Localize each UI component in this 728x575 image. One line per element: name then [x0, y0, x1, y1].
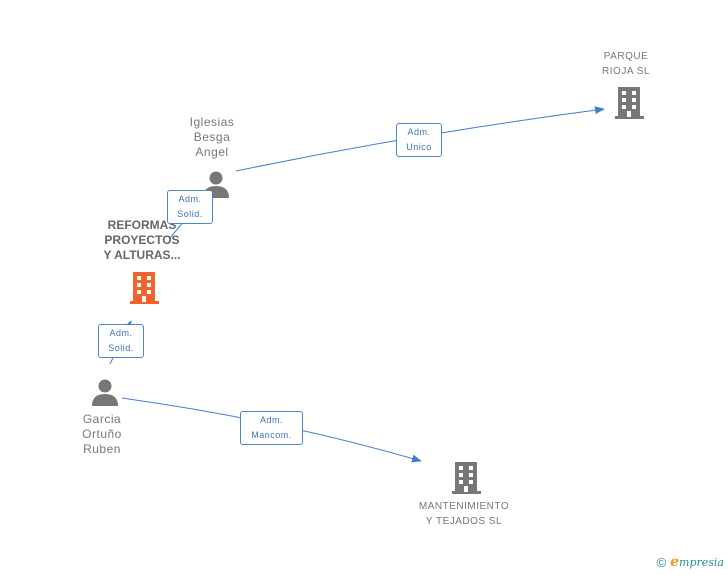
label-line: Y ALTURAS...: [103, 248, 181, 262]
empresia-logo[interactable]: © empresia: [657, 553, 724, 571]
edge-label-garcia-reformas[interactable]: Adm. Solid.: [98, 324, 144, 358]
edge-label-line: Adm.: [407, 127, 431, 137]
person-label-garcia[interactable]: Garcia Ortuño Ruben: [52, 412, 152, 457]
label-line: Besga: [193, 130, 231, 144]
label-line: PROYECTOS: [104, 233, 180, 247]
label-line: Iglesias: [189, 115, 235, 129]
company-label-parque[interactable]: PARQUE RIOJA SL: [578, 49, 674, 79]
label-line: MANTENIMIENTO: [418, 501, 510, 512]
label-line: PARQUE: [603, 51, 649, 62]
company-label-reformas[interactable]: REFORMAS PROYECTOS Y ALTURAS...: [86, 218, 198, 263]
edge-label-line: Solid.: [108, 343, 134, 353]
edge-label-line: Mancom.: [251, 430, 292, 440]
company-label-mantenimiento[interactable]: MANTENIMIENTO Y TEJADOS SL: [402, 499, 526, 529]
edge-label-line: Adm.: [178, 194, 202, 204]
edge-label-iglesias-parque[interactable]: Adm. Unico: [396, 123, 442, 157]
edge-label-line: Adm.: [109, 328, 133, 338]
person-icon-garcia[interactable]: [91, 378, 119, 406]
building-icon-mantenimiento[interactable]: [451, 461, 482, 494]
label-line: Ortuño: [82, 427, 122, 441]
edge-label-garcia-mantenimiento[interactable]: Adm. Mancom.: [240, 411, 303, 445]
label-line: Ruben: [83, 442, 121, 456]
brand-name: empresia: [670, 554, 724, 570]
edge-label-line: Solid.: [177, 209, 203, 219]
label-line: Garcia: [82, 412, 122, 426]
edge-label-iglesias-reformas[interactable]: Adm. Solid.: [167, 190, 213, 224]
person-label-iglesias[interactable]: Iglesias Besga Angel: [162, 115, 262, 160]
edge-label-line: Adm.: [259, 415, 283, 425]
label-line: RIOJA SL: [602, 66, 650, 77]
building-icon-parque[interactable]: [614, 86, 645, 119]
building-icon-reformas[interactable]: [129, 271, 160, 304]
label-line: Y TEJADOS SL: [425, 516, 503, 527]
copyright-symbol: ©: [656, 554, 667, 570]
label-line: Angel: [195, 145, 229, 159]
label-line: REFORMAS: [107, 218, 177, 232]
brand-name-rest: mpresia: [679, 556, 724, 569]
edge-label-line: Unico: [406, 142, 432, 152]
brand-initial: e: [670, 554, 680, 570]
